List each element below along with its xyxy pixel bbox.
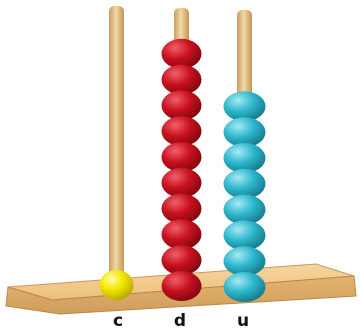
bead-d-1 bbox=[161, 271, 202, 301]
bead-u-6 bbox=[223, 143, 266, 173]
bead-u-1 bbox=[223, 272, 266, 302]
bead-c-1 bbox=[99, 270, 134, 300]
rod-d-beads bbox=[161, 38, 202, 301]
rod-label-c: c bbox=[112, 311, 124, 331]
rod-c bbox=[109, 6, 124, 289]
bead-u-5 bbox=[223, 168, 266, 199]
bead-u-7 bbox=[223, 117, 266, 148]
bead-u-8 bbox=[223, 91, 266, 122]
bead-d-10 bbox=[161, 38, 202, 69]
rod-u-beads bbox=[223, 91, 266, 302]
bead-d-7 bbox=[161, 116, 202, 147]
rod-c-beads bbox=[99, 270, 134, 300]
bead-u-2 bbox=[223, 246, 266, 277]
bead-u-3 bbox=[223, 220, 266, 251]
bead-d-8 bbox=[161, 90, 202, 121]
bead-d-4 bbox=[161, 193, 202, 224]
bead-d-9 bbox=[161, 64, 202, 95]
bead-d-6 bbox=[161, 142, 202, 172]
rod-label-d: d bbox=[173, 311, 187, 331]
bead-u-4 bbox=[223, 194, 266, 225]
bead-d-2 bbox=[161, 245, 202, 276]
bead-d-3 bbox=[161, 219, 202, 250]
rod-label-u: u bbox=[236, 311, 250, 331]
bead-d-5 bbox=[161, 167, 202, 198]
